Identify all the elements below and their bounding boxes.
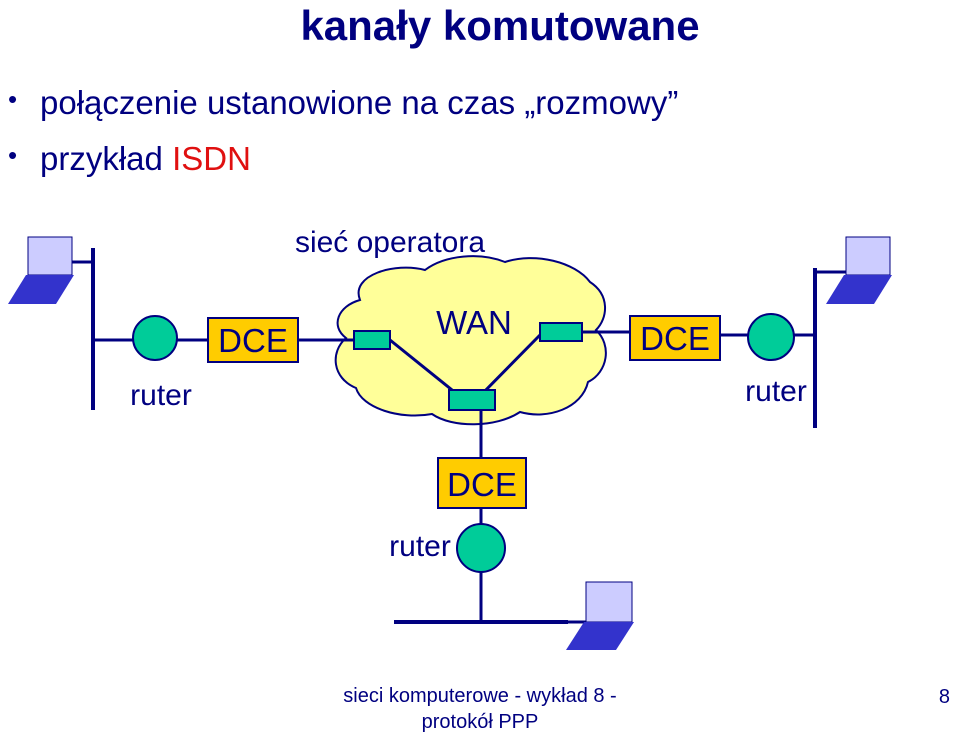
computer-icon [8,236,74,304]
bullet-dot-icon: • [8,84,18,114]
router-bottom [456,523,506,573]
wan-switch-bottom [448,389,496,411]
router-label-left: ruter [130,379,192,412]
router-label-right: ruter [745,375,807,408]
wan-switch-right [539,322,583,342]
isdn-highlight: ISDN [172,140,251,177]
footer: sieci komputerowe - wykład 8 - protokół … [310,683,650,735]
bullet-dot-icon: • [8,140,18,170]
bullet-text: połączenie ustanowione na czas „rozmowy” [40,84,679,121]
router-left [132,315,178,361]
dce-box-right [629,315,721,361]
dce-label-bottom: DCE [447,466,517,503]
computer-icon [826,236,892,304]
dce-box-bottom [437,457,527,509]
bullet-text: przykład ISDN [40,140,251,178]
footer-line-1: sieci komputerowe - wykład 8 - [343,685,617,707]
dce-label-left: DCE [218,322,288,359]
slide-title: kanały komutowane [300,2,700,49]
computer-icon [566,581,634,650]
link [476,333,542,400]
bullet-text-prefix: przykład [40,140,173,177]
dce-box-left [207,317,299,363]
page-number: 8 [938,686,950,708]
operator-cloud [334,255,607,426]
router-label-bottom: ruter [389,530,451,563]
router-right [747,313,795,361]
wan-label: WAN [436,304,512,341]
dce-label-right: DCE [640,320,710,357]
wan-switch-left [353,330,391,350]
link [389,338,463,400]
network-label: sieć operatora [295,226,485,259]
footer-line-2: protokół PPP [421,711,539,733]
